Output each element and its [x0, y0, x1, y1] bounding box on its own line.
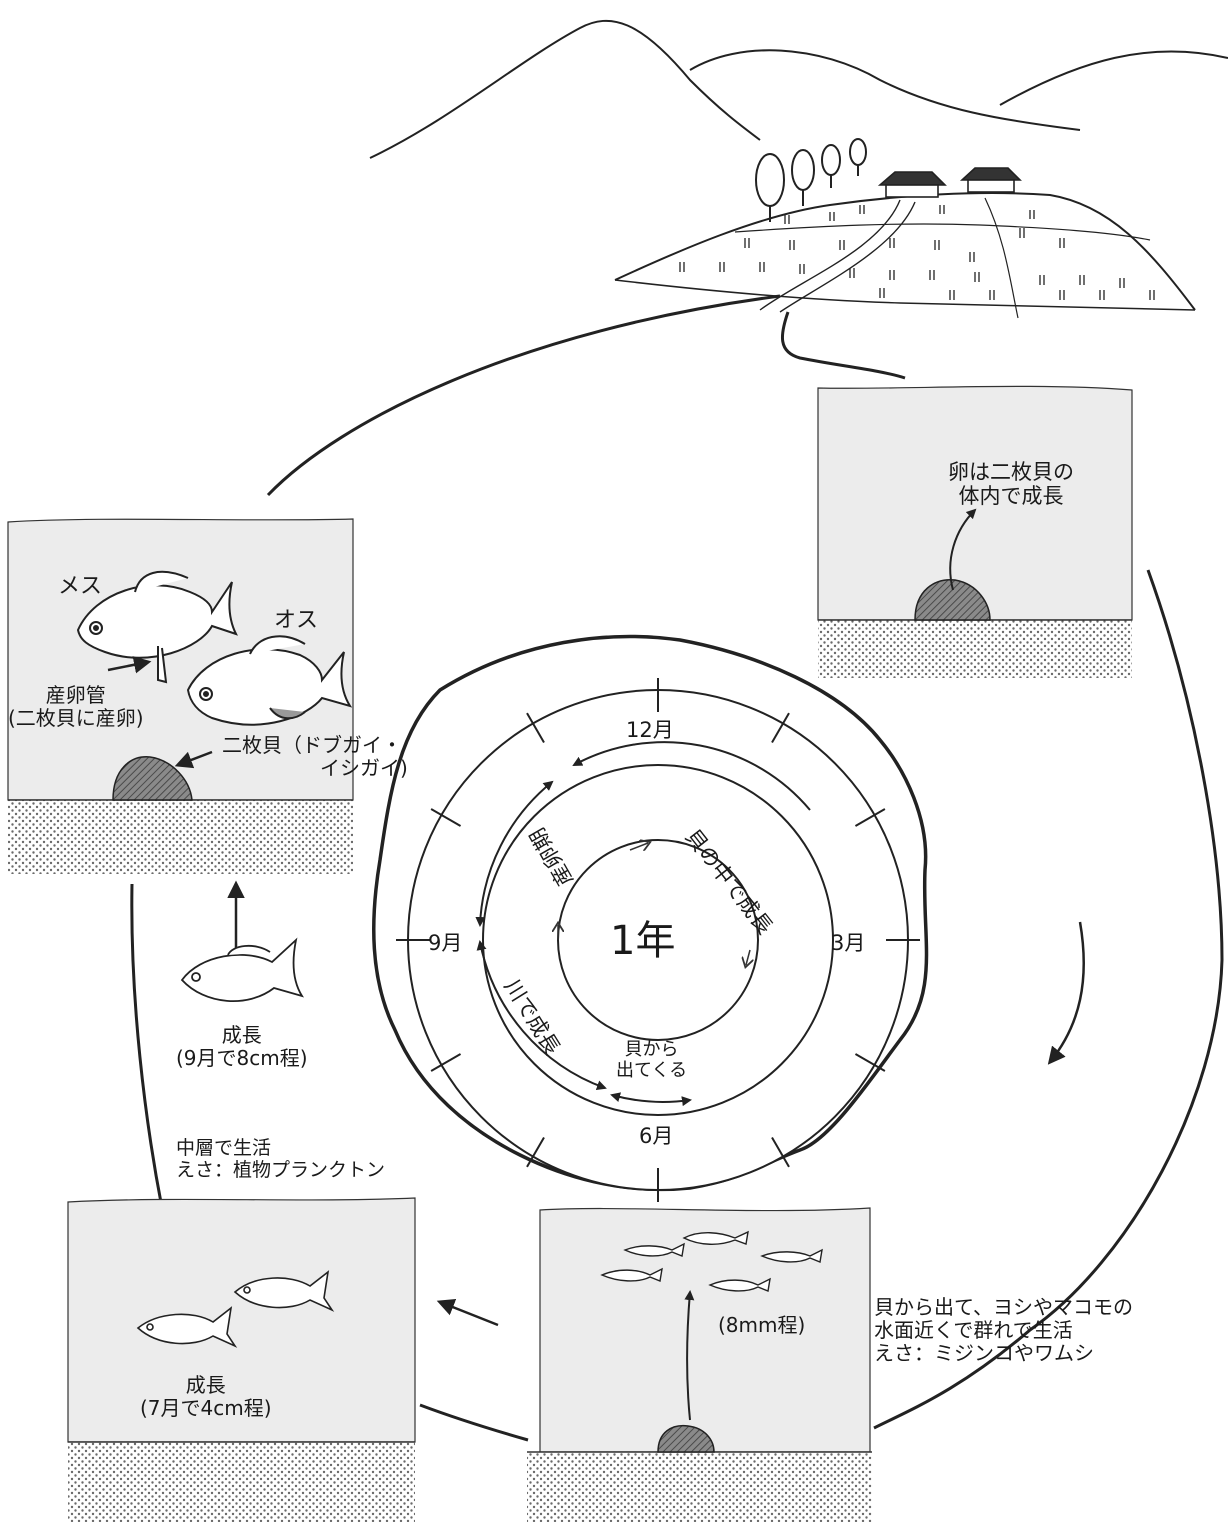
panel-juvenile: [67, 1197, 416, 1522]
mussel-line-2: イシガイ): [320, 756, 408, 780]
female-label: メス: [58, 574, 103, 599]
panel-egg: [817, 385, 1133, 678]
larva-habitat-line-2: 水面近くで群れで生活: [874, 1318, 1073, 1342]
flow-arrows: [227, 880, 1085, 1327]
juvenile-growth-line-2: (7月で4cm程): [140, 1396, 272, 1420]
arc-exit-shell-label: 貝から 出てくる: [616, 1039, 688, 1081]
juvenile-habitat-label: 中層で生活 えさ：植物プランクトン: [176, 1137, 386, 1182]
month-tick: [526, 712, 545, 744]
larva-habitat-line-1: 貝から出て、ヨシやマコモの: [874, 1295, 1133, 1319]
mussel-line-1: 二枚貝（ドブガイ・: [222, 733, 402, 757]
month-tick: [771, 1136, 790, 1168]
subadult-growth-label: 成長 (9月で8cm程): [176, 1024, 308, 1070]
ovipositor-label: 産卵管 (二枚貝に産卵): [8, 684, 144, 730]
subadult-fish: [180, 937, 305, 1003]
arc-exit-shell-line-2: 出てくる: [616, 1059, 688, 1081]
larva-size-label: (8mm程): [718, 1313, 806, 1337]
arc-exit-shell-line-1: 貝から: [624, 1039, 679, 1060]
month-tick: [526, 1136, 545, 1168]
month-tick: [854, 1053, 886, 1072]
juvenile-growth-label: 成長 (7月で4cm程): [140, 1374, 272, 1420]
month-3-label: 3月: [831, 931, 866, 955]
month-9-label: 9月: [428, 931, 463, 955]
juvenile-growth-line-1: 成長: [185, 1373, 226, 1397]
egg-caption-line-2: 体内で成長: [958, 484, 1064, 509]
landscape-illustration: [369, 19, 1228, 319]
male-label: オス: [274, 608, 319, 633]
mussel-label: 二枚貝（ドブガイ・ イシガイ): [222, 734, 408, 780]
egg-caption-line-1: 卵は二枚貝の: [948, 460, 1074, 484]
cycle-connectors: [130, 294, 1224, 1442]
juvenile-habitat-line-1: 中層で生活: [176, 1137, 272, 1159]
year-label: 1年: [610, 918, 676, 964]
larva-habitat-label: 貝から出て、ヨシやマコモの 水面近くで群れで生活 えさ：ミジンコやワムシ: [874, 1296, 1133, 1365]
year-clock: [372, 634, 929, 1202]
month-tick: [430, 808, 462, 827]
month-tick: [854, 808, 886, 827]
egg-caption: 卵は二枚貝の 体内で成長: [948, 460, 1074, 508]
month-tick: [771, 712, 790, 744]
panel-larva: [527, 1207, 872, 1522]
larva-habitat-line-3: えさ：ミジンコやワムシ: [874, 1341, 1094, 1365]
subadult-growth-line-2: (9月で8cm程): [176, 1046, 308, 1070]
month-tick: [430, 1053, 462, 1072]
panel-spawning: [7, 518, 354, 874]
month-12-label: 12月: [626, 718, 674, 742]
subadult-growth-line-1: 成長: [221, 1023, 262, 1047]
ovipositor-line-2: (二枚貝に産卵): [8, 706, 144, 730]
ovipositor-line-1: 産卵管: [45, 683, 106, 707]
juvenile-habitat-line-2: えさ：植物プランクトン: [176, 1158, 386, 1181]
month-6-label: 6月: [639, 1124, 674, 1148]
